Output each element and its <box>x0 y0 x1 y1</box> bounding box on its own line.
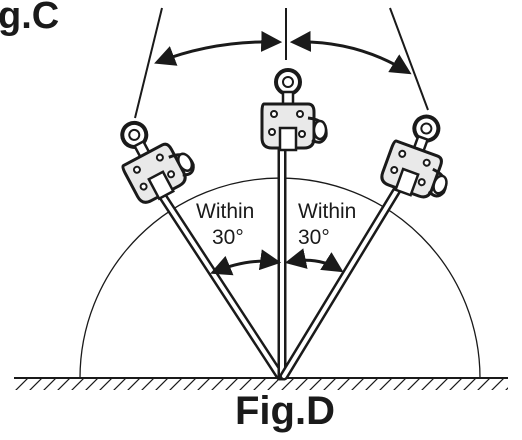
wire-ropes <box>134 7 429 119</box>
lifting-clamp-left <box>106 106 200 207</box>
figure-caption: Fig.D <box>235 389 335 433</box>
ground-surface <box>14 377 508 390</box>
right-angle-arrow <box>284 248 344 273</box>
left-angle-arrow <box>210 249 282 276</box>
lifting-clamp-center <box>260 68 329 152</box>
top-right-angle-arrow <box>289 30 412 75</box>
left-angle-value: 30° <box>212 226 244 249</box>
plate-left <box>147 175 285 381</box>
right-angle-word: Within <box>298 200 356 223</box>
top-left-angle-arrow <box>154 30 283 66</box>
header-fig-label: g.C <box>0 0 59 37</box>
plate-right <box>279 167 413 381</box>
right-angle-value: 30° <box>298 226 330 249</box>
left-angle-word: Within <box>196 200 254 223</box>
